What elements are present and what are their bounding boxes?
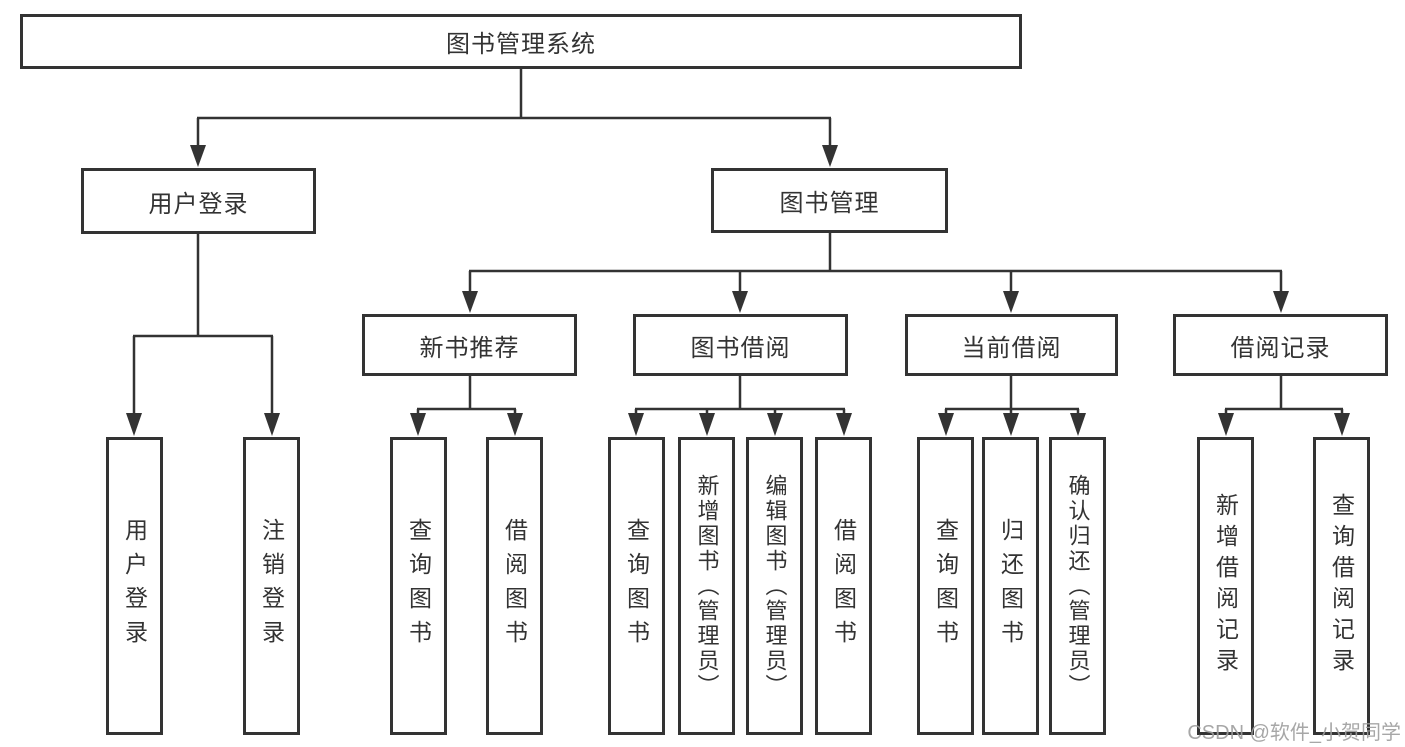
node-book-borrow-label: 图书借阅	[690, 334, 791, 362]
leaf-add-borrow-record: 新增借阅记录	[1197, 437, 1254, 735]
leaf-user-login: 用户登录	[106, 437, 163, 735]
node-borrow-records-label: 借阅记录	[1230, 334, 1331, 362]
leaf-confirm-return-admin-label: 确认归还（管理员）	[1065, 473, 1091, 699]
csdn-watermark: CSDN @软件_小贺同学	[1187, 722, 1401, 744]
leaf-edit-books-admin-label: 编辑图书（管理员）	[762, 473, 788, 699]
leaf-query-books-recommend: 查询图书	[390, 437, 447, 735]
leaf-edit-books-admin: 编辑图书（管理员）	[746, 437, 803, 735]
leaf-add-books-admin: 新增图书（管理员）	[678, 437, 735, 735]
root-node-library-system: 图书管理系统	[20, 14, 1022, 69]
leaf-add-books-admin-label: 新增图书（管理员）	[694, 473, 720, 699]
leaf-return-books: 归还图书	[982, 437, 1039, 735]
leaf-borrow-books-recommend: 借阅图书	[486, 437, 543, 735]
node-book-management: 图书管理	[711, 168, 948, 233]
leaf-query-books-current: 查询图书	[917, 437, 974, 735]
node-new-book-recommend-label: 新书推荐	[419, 334, 520, 362]
leaf-borrow-books-recommend-label: 借阅图书	[501, 518, 528, 654]
node-user-login: 用户登录	[81, 168, 316, 234]
leaf-query-borrow-record: 查询借阅记录	[1313, 437, 1370, 735]
leaf-confirm-return-admin: 确认归还（管理员）	[1049, 437, 1106, 735]
node-current-borrow-label: 当前借阅	[961, 334, 1062, 362]
leaf-borrow-books: 借阅图书	[815, 437, 872, 735]
leaf-query-books-recommend-label: 查询图书	[405, 518, 432, 654]
node-user-login-label: 用户登录	[148, 190, 249, 218]
leaf-return-books-label: 归还图书	[997, 518, 1024, 654]
node-current-borrow: 当前借阅	[905, 314, 1118, 376]
node-book-management-label: 图书管理	[779, 190, 880, 217]
leaf-query-books-borrow-label: 查询图书	[623, 518, 650, 654]
leaf-user-login-label: 用户登录	[121, 518, 148, 654]
leaf-logout-label: 注销登录	[258, 518, 285, 654]
node-book-borrow: 图书借阅	[633, 314, 848, 376]
node-borrow-records: 借阅记录	[1173, 314, 1388, 376]
leaf-logout: 注销登录	[243, 437, 300, 735]
node-new-book-recommend: 新书推荐	[362, 314, 577, 376]
root-node-label: 图书管理系统	[446, 31, 596, 58]
leaf-query-books-borrow: 查询图书	[608, 437, 665, 735]
leaf-add-borrow-record-label: 新增借阅记录	[1212, 493, 1239, 679]
leaf-borrow-books-label: 借阅图书	[830, 518, 857, 654]
leaf-query-books-current-label: 查询图书	[932, 518, 959, 654]
leaf-query-borrow-record-label: 查询借阅记录	[1328, 493, 1355, 679]
